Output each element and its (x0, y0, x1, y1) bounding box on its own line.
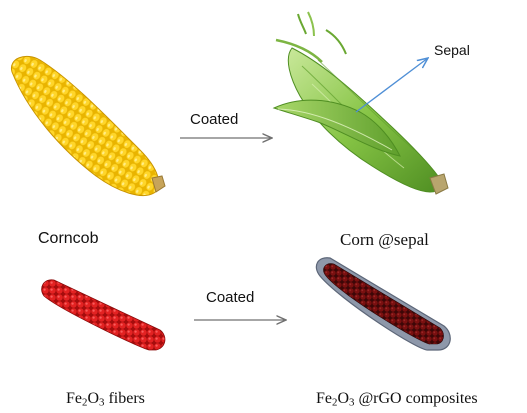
fe2o3-fibers-caption: Fe2O3 fibers (66, 390, 145, 408)
fe2o3-fibers-caption-mid: O (87, 390, 99, 407)
fe2o3-rgo-caption: Fe2O3 @rGO composites (316, 390, 478, 408)
coated-label-bottom: Coated (206, 289, 254, 306)
sepal-pointer-arrow (356, 58, 428, 112)
corn-sepal-image (274, 12, 448, 194)
coated-label-top: Coated (190, 111, 238, 128)
fe2o3-rgo-caption-mid: O (337, 390, 349, 407)
fe2o3-rgo-caption-prefix: Fe (316, 390, 332, 407)
fe2o3-rgo-caption-suffix: @rGO composites (354, 390, 477, 407)
sepal-label: Sepal (434, 42, 470, 58)
corn-sepal-caption: Corn @sepal (340, 230, 429, 250)
fe2o3-fiber-image (42, 280, 165, 350)
fe2o3-fibers-caption-prefix: Fe (66, 390, 82, 407)
corncob-caption: Corncob (38, 230, 98, 248)
corncob-image (11, 56, 165, 195)
fe2o3-rgo-composite-image (316, 258, 450, 350)
fe2o3-fibers-caption-suffix: fibers (104, 390, 144, 407)
